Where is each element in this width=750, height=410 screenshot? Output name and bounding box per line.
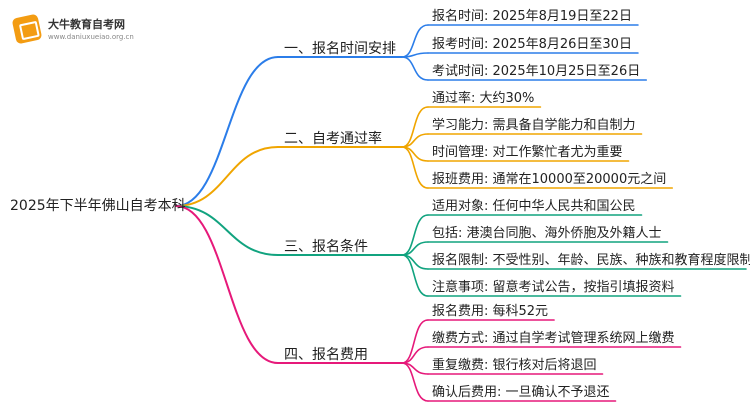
leaf-connector-1-1 — [401, 24, 429, 58]
leaf-item: 报名时间: 2025年8月19日至22日 — [432, 9, 632, 24]
root-connector-2 — [175, 146, 279, 207]
leaf-connector-2-4 — [401, 146, 429, 189]
leaf-item: 学习能力: 需具备自学能力和自制力 — [432, 118, 636, 133]
leaf-item: 缴费方式: 通过自学考试管理系统网上缴费 — [432, 331, 675, 346]
leaf-item: 包括: 港澳台同胞、海外侨胞及外籍人士 — [432, 226, 662, 241]
leaf-item: 报名限制: 不受性别、年龄、民族、种族和教育程度限制 — [432, 253, 750, 268]
leaf-item: 适用对象: 任何中华人民共和国公民 — [432, 199, 636, 214]
leaf-item: 重复缴费: 银行核对后将退回 — [432, 358, 597, 373]
leaf-item: 时间管理: 对工作繁忙者尤为重要 — [432, 145, 623, 160]
leaf-connector-4-4 — [401, 362, 429, 402]
root-connector-3 — [175, 205, 279, 256]
branch-pass-rate: 二、自考通过率 — [284, 131, 382, 147]
branch-fees: 四、报名费用 — [284, 347, 368, 363]
branch-eligibility: 三、报名条件 — [284, 239, 368, 255]
logo-url: www.daniuxueiao.org.cn — [48, 33, 134, 41]
leaf-item: 报名费用: 每科52元 — [432, 304, 549, 319]
leaf-connector-3-4 — [401, 254, 429, 297]
leaf-item: 报班费用: 通常在10000至20000元之间 — [432, 172, 667, 187]
branch-schedule: 一、报名时间安排 — [284, 41, 396, 57]
leaf-item: 考试时间: 2025年10月25日至26日 — [432, 64, 641, 79]
root-connector-1 — [175, 56, 279, 207]
leaf-item: 通过率: 大约30% — [432, 91, 535, 106]
leaf-connector-2-1 — [401, 106, 429, 148]
logo-name: 大牛教育自考网 — [48, 18, 125, 31]
root-node: 2025年下半年佛山自考本科 — [10, 198, 186, 214]
leaf-item: 注意事项: 留意考试公告，按指引填报资料 — [432, 280, 675, 295]
site-logo: 大牛教育自考网 www.daniuxueiao.org.cn — [10, 12, 150, 46]
leaf-connector-4-1 — [401, 319, 429, 364]
leaf-item: 确认后费用: 一旦确认不予退还 — [432, 385, 610, 400]
leaf-item: 报考时间: 2025年8月26日至30日 — [432, 37, 632, 52]
leaf-connector-3-1 — [401, 214, 429, 256]
book-icon — [11, 13, 43, 45]
leaf-connector-1-3 — [401, 56, 429, 81]
leaf-connector-1-2 — [401, 52, 429, 58]
root-connector-4 — [175, 205, 279, 364]
